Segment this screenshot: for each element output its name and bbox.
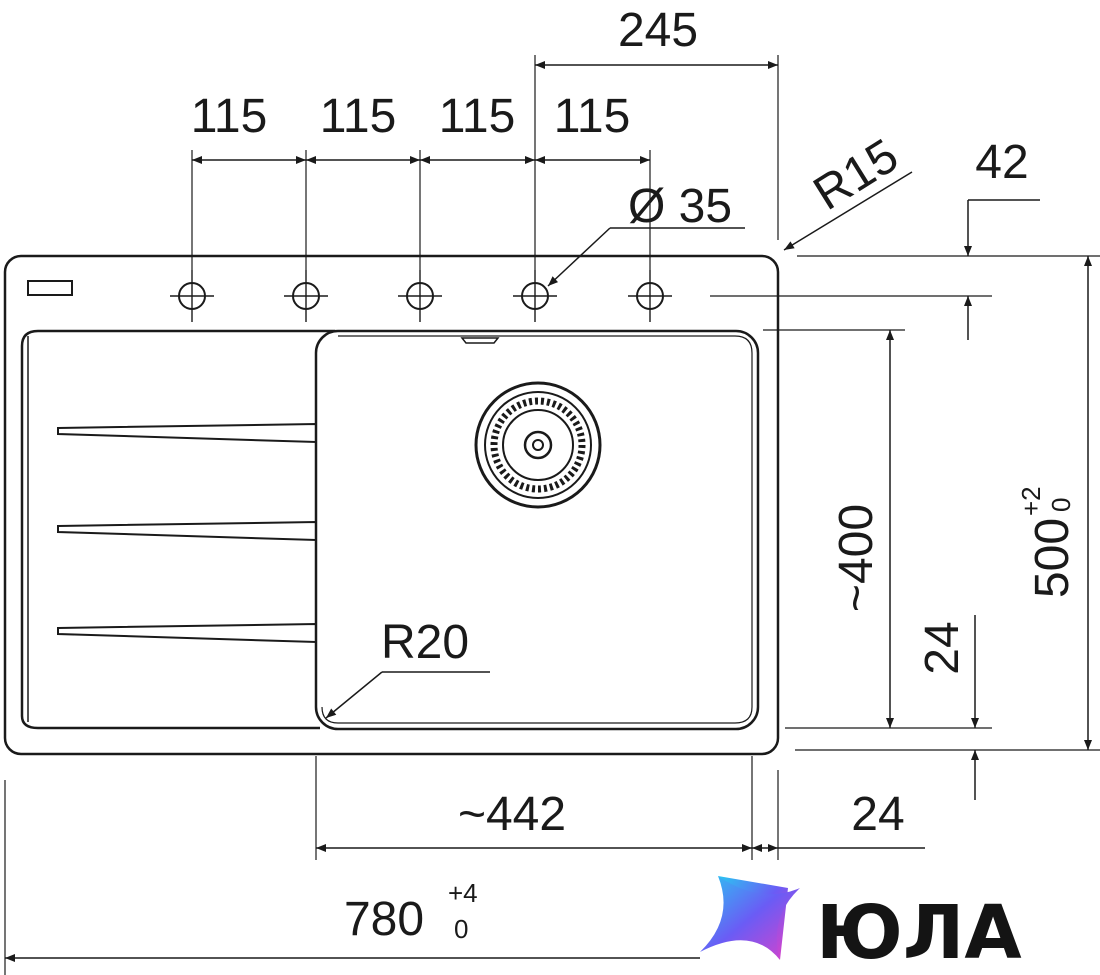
sink-outline <box>3 254 780 756</box>
dimension-lines <box>5 61 1092 962</box>
overall-width-tol-upper: +4 <box>448 878 478 908</box>
sink-bowl <box>314 329 760 731</box>
tap-holes <box>170 270 672 322</box>
overall-width-tol-lower: 0 <box>454 914 468 944</box>
side-margin-label: 24 <box>851 788 904 841</box>
hole-spacing-label: 115 <box>191 90 268 143</box>
overall-depth-label: 500 <box>1026 518 1079 598</box>
overflow-hole <box>460 337 500 344</box>
tap-hole-icon <box>170 270 214 322</box>
overall-depth-dimension: 500 +2 0 <box>1016 486 1079 598</box>
yula-logo: ЮЛА <box>700 876 1022 975</box>
dimension-labels: 115 115 115 115 245 Ø 35 R15 42 R20 ~442… <box>191 4 1079 946</box>
tap-hole-icon <box>628 270 672 322</box>
bottom-margin-label: 24 <box>916 621 969 674</box>
outer-radius-label: R15 <box>805 129 908 221</box>
hole-spacing-label: 115 <box>439 90 516 143</box>
bowl-width-label: ~442 <box>458 788 566 841</box>
drain-groove <box>57 622 317 644</box>
drain-groove <box>57 520 317 542</box>
tap-hole-icon <box>513 270 557 322</box>
drainboard <box>20 329 335 730</box>
hole-row-offset-label: 42 <box>975 136 1028 189</box>
hole-spacing-label: 115 <box>554 90 631 143</box>
bowl-depth-label: ~400 <box>830 504 883 612</box>
drain-groove <box>57 422 317 444</box>
extension-lines <box>4 55 1100 975</box>
drain-strainer-icon <box>474 381 602 509</box>
bowl-outer <box>314 329 760 731</box>
logo-text: ЮЛА <box>816 890 1022 975</box>
tap-hole-icon <box>398 270 442 322</box>
drainboard-border <box>20 329 335 730</box>
sink-outer-edge <box>3 254 780 756</box>
overall-depth-tol-lower: 0 <box>1046 498 1076 512</box>
star-logo-shape <box>700 876 800 960</box>
overall-width-label: 780 <box>344 893 424 946</box>
bowl-radius-label: R20 <box>381 616 469 669</box>
tap-offset-label: 245 <box>618 4 698 57</box>
overall-depth-tol-upper: +2 <box>1016 486 1046 516</box>
tap-hole-icon <box>284 270 328 322</box>
overflow-slot <box>27 280 73 296</box>
hole-spacing-label: 115 <box>320 90 397 143</box>
hole-diameter-label: Ø 35 <box>628 180 732 233</box>
